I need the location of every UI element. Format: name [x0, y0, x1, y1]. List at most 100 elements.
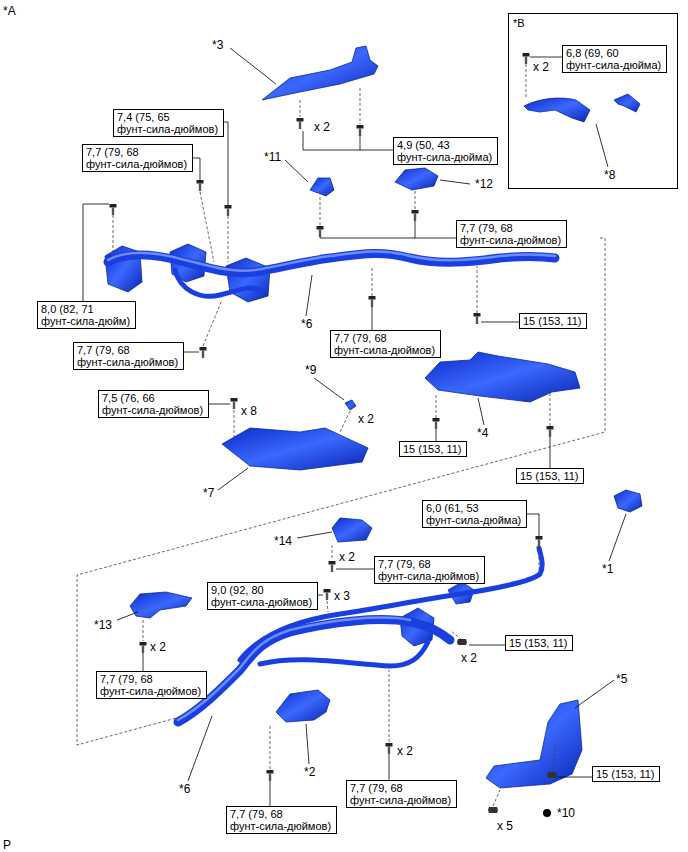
torque-box: 7,7 (79, 68 фунт-сила-дюймов) — [456, 220, 567, 248]
assembly-line — [526, 64, 527, 98]
detail-heading: *B — [513, 17, 673, 29]
callout-label: *12 — [474, 177, 494, 191]
leader-line — [575, 680, 614, 708]
bracket — [310, 178, 334, 196]
callout-label: *7 — [202, 486, 215, 500]
torque-box: 7,5 (76, 66 фунт-сила-дюймов) — [98, 390, 209, 418]
bolt — [357, 125, 364, 136]
torque-value: 15 (153, 11) — [509, 637, 569, 649]
torque-box: 15 (153, 11) — [505, 635, 573, 651]
assembly-line — [372, 268, 373, 296]
bolt — [547, 426, 554, 437]
wire-harness — [178, 620, 450, 722]
callout-label: *6 — [178, 782, 191, 796]
bolt — [297, 118, 304, 129]
torque-box: 4,9 (50, 43 фунт-сила-дюйма) — [393, 137, 498, 165]
assembly-line — [77, 64, 605, 806]
bracket — [332, 518, 372, 542]
torque-value: 4,9 (50, 43 фунт-сила-дюйма) — [397, 139, 494, 163]
callout-label: x 2 — [460, 651, 478, 665]
leader-line — [117, 612, 138, 620]
torque-box: 9,0 (92, 80 фунт-сила-дюймов) — [207, 582, 318, 610]
assembly-line — [327, 601, 328, 612]
leader-line — [609, 514, 626, 561]
torque-value: 15 (153, 11) — [523, 315, 583, 327]
harness-section — [614, 94, 640, 112]
torque-box: 6,8 (69, 60 фунт-сила-дюйма) — [562, 45, 667, 73]
torque-value: 7,7 (79, 68 фунт-сила-дюймов) — [378, 558, 481, 582]
callout-label: *A — [2, 4, 17, 18]
torque-value: 7,7 (79, 68 фунт-сила-дюймов) — [77, 344, 180, 368]
assembly-line — [234, 410, 235, 440]
leader-line — [314, 378, 344, 400]
callout-label: x 2 — [396, 744, 414, 758]
leader-line — [285, 160, 308, 182]
assembly-line — [270, 724, 271, 769]
torque-value: 7,7 (79, 68 фунт-сила-дюймов) — [100, 673, 203, 697]
torque-box: 8,0 (82, 71 фунт-сила-дюйм) — [37, 301, 136, 329]
assembly-line — [552, 742, 556, 771]
torque-value: 7,7 (79, 68 фунт-сила-дюймов) — [460, 222, 563, 246]
wire-harness — [260, 642, 428, 666]
assembly-line — [332, 545, 333, 560]
torque-value: 15 (153, 11) — [596, 768, 656, 780]
bolt — [225, 205, 232, 216]
assembly-line — [113, 215, 114, 256]
callout-label: *6 — [300, 317, 313, 331]
assembly-line — [550, 392, 551, 426]
leader-line — [320, 221, 470, 238]
callout-label: x 2 — [149, 640, 167, 654]
torque-box: 7,7 (79, 68 фунт-сила-дюймов) — [226, 806, 337, 834]
callout-label: *10 — [556, 806, 576, 820]
bolt — [197, 180, 204, 191]
torque-box: 6,0 (61, 53 фунт-сила-дюйма) — [422, 500, 527, 528]
leader-line — [188, 716, 212, 781]
leader-line — [440, 180, 470, 184]
under-cover — [222, 428, 368, 470]
wire-harness — [108, 251, 555, 722]
bolt — [369, 296, 376, 307]
callout-label: x 2 — [532, 60, 550, 74]
bracket — [425, 352, 580, 402]
bolt — [433, 418, 440, 429]
torque-box: 7,7 (79, 68 фунт-сила-дюймов) — [330, 330, 441, 358]
torque-box: 7,7 (79, 68 фунт-сила-дюймов) — [73, 342, 184, 370]
callout-label: *4 — [476, 426, 489, 440]
bolt — [412, 210, 419, 221]
dot-marker — [543, 809, 551, 817]
torque-value: 9,0 (92, 80 фунт-сила-дюймов) — [211, 584, 314, 608]
torque-value: 6,8 (69, 60 фунт-сила-дюйма) — [566, 47, 663, 71]
bolt — [324, 589, 331, 600]
torque-value: 15 (153, 11) — [403, 443, 463, 455]
leader-line — [596, 124, 608, 167]
torque-box: 15 (153, 11) — [592, 766, 660, 782]
callout-label: x 5 — [496, 819, 514, 833]
callout-label: x 2 — [338, 550, 356, 564]
assembly-line — [389, 670, 390, 742]
bolt — [110, 204, 117, 215]
bracket — [395, 168, 438, 190]
bolt — [523, 53, 530, 64]
bracket — [130, 592, 192, 618]
cover — [262, 46, 378, 100]
callout-label: *11 — [263, 150, 282, 164]
assembly-line — [77, 238, 605, 745]
torque-value: 8,0 (82, 71 фунт-сила-дюйм) — [41, 303, 132, 327]
assembly-line — [436, 394, 437, 418]
assembly-line — [300, 88, 360, 124]
assembly-line — [143, 620, 144, 641]
callout-label: *8 — [603, 168, 616, 182]
assembly-line — [203, 300, 222, 346]
bolt — [488, 807, 498, 813]
torque-value: 7,5 (76, 66 фунт-сила-дюймов) — [102, 392, 205, 416]
callout-label: P — [2, 838, 12, 852]
leader-line — [550, 437, 551, 472]
torque-value: 6,0 (61, 53 фунт-сила-дюйма) — [426, 502, 523, 526]
torque-box: 15 (153, 11) — [519, 313, 587, 329]
bolt — [231, 398, 238, 409]
callout-label: x 8 — [240, 404, 258, 418]
connector-block — [226, 258, 270, 302]
clip — [345, 400, 356, 410]
